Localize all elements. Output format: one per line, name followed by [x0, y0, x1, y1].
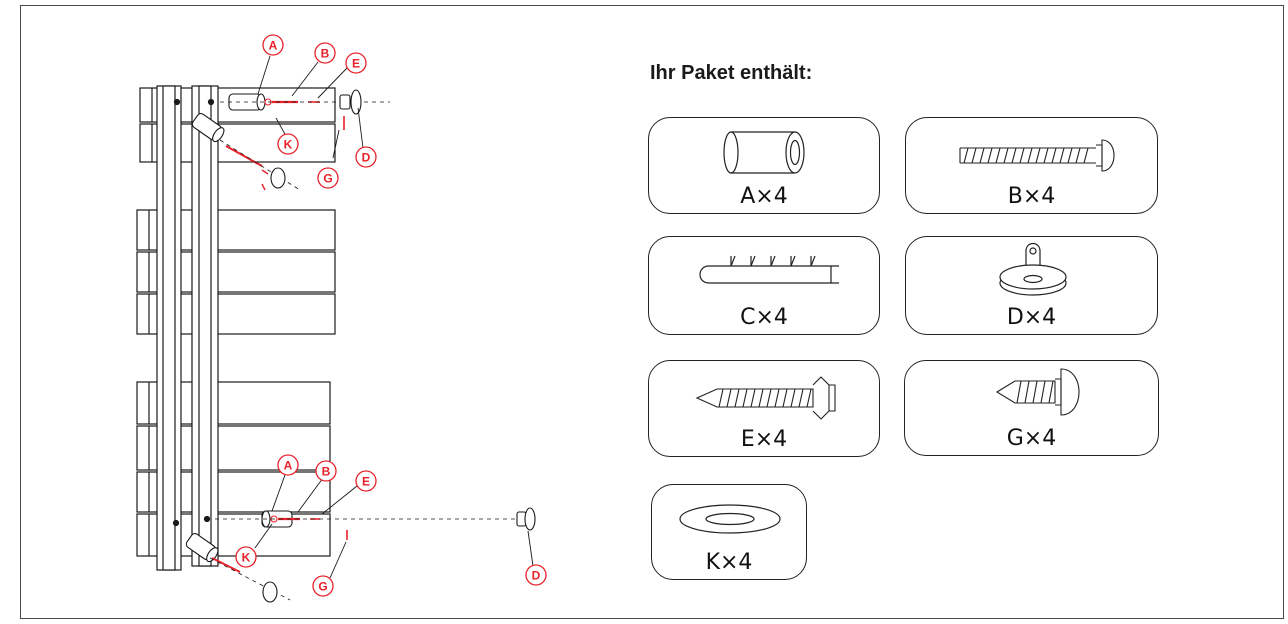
callout-d-bottom: D: [532, 569, 541, 583]
callout-e-top: E: [352, 57, 360, 71]
package-contents-heading: Ihr Paket enthält:: [650, 62, 813, 84]
part-k-label: K×4: [705, 550, 753, 575]
part-g-box: G×4: [904, 360, 1159, 456]
part-g-label: G×4: [1006, 426, 1057, 451]
washer-icon: [679, 504, 781, 534]
part-k-box: K×4: [651, 484, 807, 580]
wood-screw-icon: [695, 376, 836, 420]
spacer-tube-icon: [723, 131, 805, 174]
long-screw-icon: [959, 139, 1115, 172]
part-a-box: A×4: [648, 117, 880, 214]
bottom-fixing: [185, 507, 536, 603]
callout-a-top: A: [269, 39, 278, 53]
radiator-rails: [156, 85, 219, 571]
part-b-label: B×4: [1007, 184, 1056, 209]
top-fixing: [191, 89, 390, 191]
part-e-label: E×4: [740, 427, 788, 452]
callout-e-bottom: E: [362, 475, 370, 489]
callout-k-top: K: [284, 138, 293, 152]
callout-a-bottom: A: [284, 459, 293, 473]
callout-b-bottom: B: [322, 465, 331, 479]
wall-plug-icon: [699, 255, 839, 284]
part-a-label: A×4: [740, 184, 788, 209]
mounting-cap-icon: [999, 242, 1067, 296]
part-b-box: B×4: [905, 117, 1158, 214]
callout-d-top: D: [362, 151, 371, 165]
callout-g-top: G: [323, 172, 332, 186]
set-screw-icon: [995, 368, 1080, 416]
page-frame: [20, 5, 1284, 619]
part-d-box: D×4: [905, 236, 1158, 335]
part-c-box: C×4: [648, 236, 880, 335]
callout-b-top: B: [321, 47, 330, 61]
callouts: A B E K G D A B E K G D: [235, 34, 547, 597]
part-d-label: D×4: [1006, 305, 1057, 330]
part-c-label: C×4: [740, 305, 788, 330]
callout-g-bottom: G: [318, 580, 327, 594]
part-e-box: E×4: [648, 360, 880, 457]
callout-k-bottom: K: [242, 551, 251, 565]
